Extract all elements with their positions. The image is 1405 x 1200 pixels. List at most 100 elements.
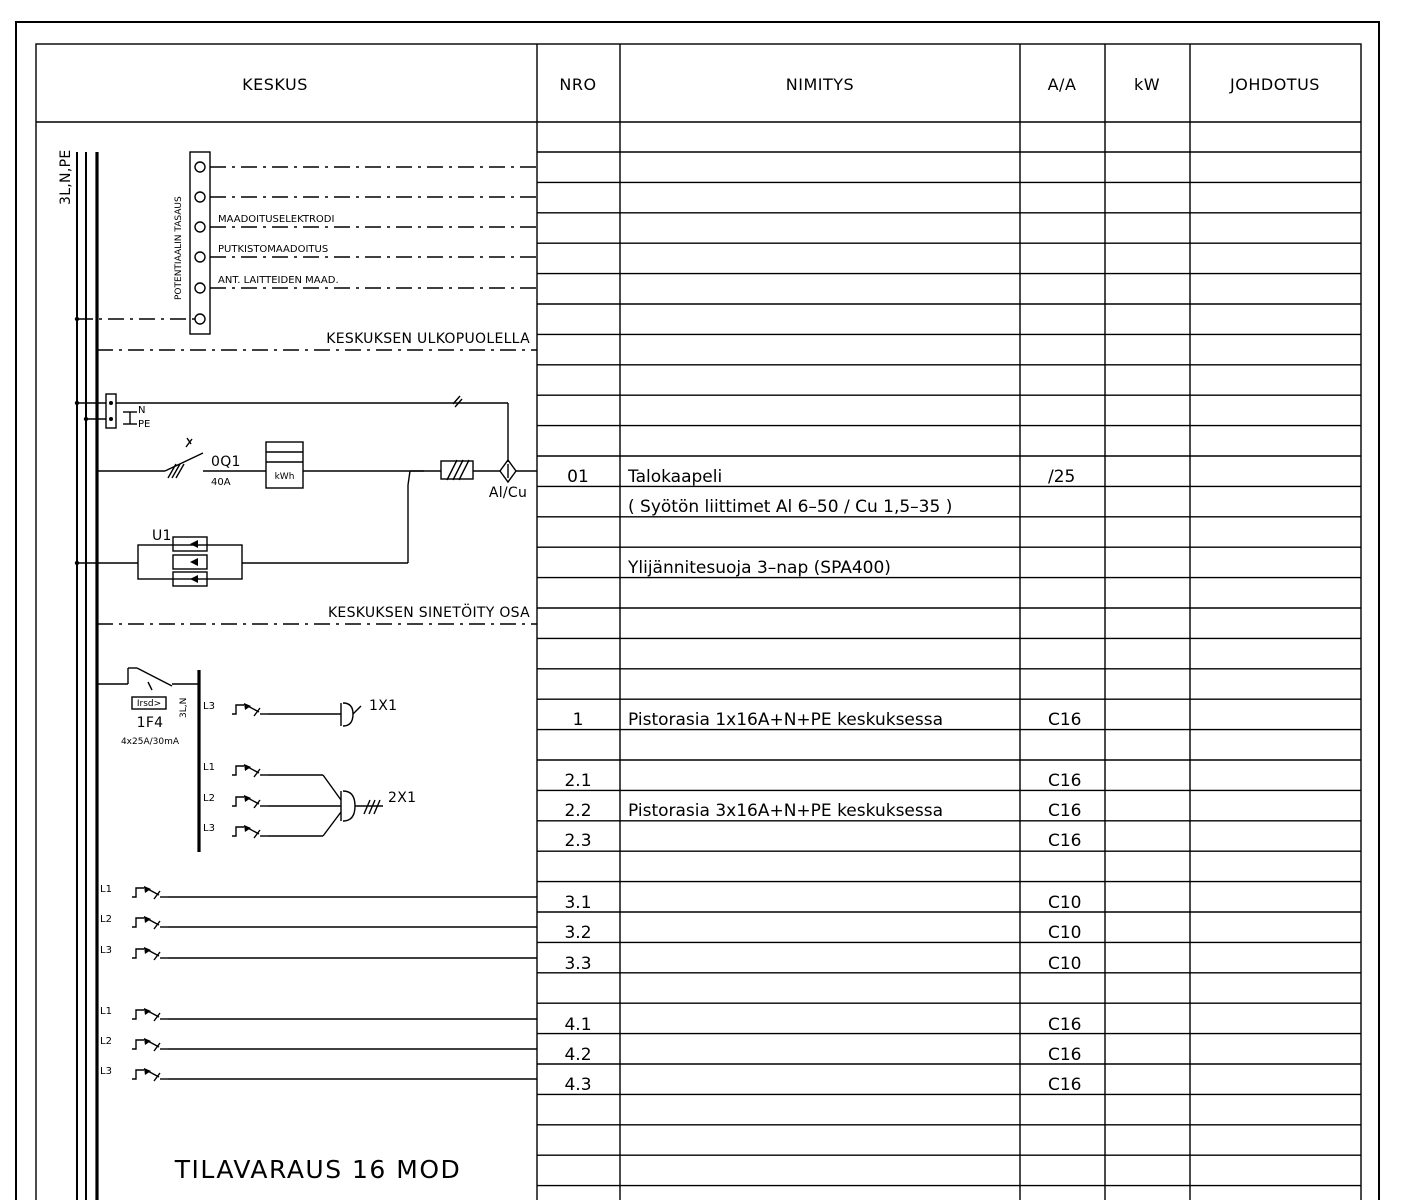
earth-ant-label: ANT. LAITTEIDEN MAAD. [218,275,339,286]
main-bus: 3L,N,PE [58,150,99,1200]
pe-bar-label: POTENTIAALIN TASAUS [174,196,184,300]
breaker-symbol [132,1068,168,1082]
table-row: 4.3 C16 [564,1075,1081,1095]
phase-label: L3 [203,701,215,712]
header-nimitys: NIMITYS [786,75,854,94]
rcbo-symbol: Irsd> [137,699,161,709]
table-row: 3.2 C10 [564,923,1081,943]
table-row: 01 Talokaapeli /25 [567,467,1075,487]
table-row: ( Syötön liittimet Al 6–50 / Cu 1,5–35 ) [628,497,952,517]
npe-pe-label: PE [138,419,150,430]
cell-nro: 3.1 [564,893,591,913]
pe-equalisation-bar: POTENTIAALIN TASAUS MAADOITUSELEKTRODI P… [74,151,537,335]
table-rows: 01 Talokaapeli /25 ( Syötön liittimet Al… [564,467,1081,1095]
cell-aa: /25 [1048,467,1075,487]
phase-labels: L3 L1 L2 L3 L1 L2 L3 L1 L2 L3 [100,701,215,1077]
table-header: KESKUS NRO NIMITYS A/A kW JOHDOTUS [242,75,1320,94]
breaker-symbol [132,1038,168,1052]
cell-aa: C16 [1048,1075,1082,1095]
phase-label: L3 [100,1066,112,1077]
surge-label: U1 [152,528,172,544]
cell-nro: 2.1 [564,771,591,791]
cell-nimitys: ( Syötön liittimet Al 6–50 / Cu 1,5–35 ) [628,497,952,517]
breaker-symbol [232,795,268,809]
cell-nimitys: Pistorasia 3x16A+N+PE keskuksessa [628,801,943,821]
table-row: 3.3 C10 [564,954,1081,974]
surge-protector-u1: U1 [74,485,409,587]
breaker-symbol [232,764,268,778]
header-nro: NRO [559,75,596,94]
phase-label: L3 [203,823,215,834]
cell-aa: C16 [1048,801,1082,821]
earth-putkisto-label: PUTKISTOMAADOITUS [218,244,328,255]
header-johdotus: JOHDOTUS [1229,75,1320,94]
phase-label: L3 [100,945,112,956]
cell-aa: C10 [1048,923,1082,943]
table-frame [35,43,1362,1200]
breaker-symbol [132,886,168,900]
socket2-label: 2X1 [388,790,416,806]
cell-nro: 4.3 [564,1075,591,1095]
socket1-label: 1X1 [369,698,397,714]
breaker-symbols [132,703,268,1082]
zone-sealed-boundary: KESKUKSEN SINETÖITY OSA [97,603,537,625]
breaker-symbol [132,947,168,961]
bus-label: 3L,N,PE [58,150,74,205]
table-row: 1 Pistorasia 1x16A+N+PE keskuksessa C16 [573,710,1082,730]
kwh-meter: kWh [265,441,304,489]
meter-label: kWh [275,472,295,482]
npe-n-label: N [138,405,145,416]
header-kw: kW [1134,75,1160,94]
main-switch-label: 0Q1 [211,454,241,470]
breaker-symbol [132,916,168,930]
n-pe-terminal: N PE [74,393,509,462]
breaker-symbol [232,825,268,839]
rcbo-rating: 4x25A/30mA [121,737,180,747]
table-row: 2.2 Pistorasia 3x16A+N+PE keskuksessa C1… [564,801,1081,821]
earth-maadoituselektrodi-label: MAADOITUSELEKTRODI [218,214,334,225]
phase-label: L2 [100,1036,112,1047]
zone-outside-label: KESKUKSEN ULKOPUOLELLA [326,331,530,347]
cell-aa: C10 [1048,893,1082,913]
reserve-label: TILAVARAUS 16 MOD [174,1155,462,1184]
table-row: 3.1 C10 [564,893,1081,913]
breaker-symbol [232,703,268,717]
cell-nro: 2.2 [564,801,591,821]
cable-terminal-icon [440,459,474,481]
table-row: 4.2 C16 [564,1045,1081,1065]
cell-nro: 1 [573,710,584,730]
cell-nro: 3.2 [564,923,591,943]
socket-1x1: 1X1 [268,698,397,727]
table-row: 4.1 C16 [564,1015,1081,1035]
outgoing-lines [168,896,537,1080]
column-dividers [536,44,1191,1200]
cell-nro: 01 [567,467,589,487]
cell-nro: 4.1 [564,1015,591,1035]
breaker-symbol [132,1008,168,1022]
cell-nimitys: Ylijännitesuoja 3–nap (SPA400) [627,558,891,578]
cell-aa: C16 [1048,1045,1082,1065]
table-row: 2.1 C16 [564,771,1081,791]
cell-aa: C16 [1048,771,1082,791]
cell-aa: C16 [1048,831,1082,851]
cell-nro: 3.3 [564,954,591,974]
phase-label: L2 [100,914,112,925]
phase-label: L2 [203,793,215,804]
pe-terminals [194,161,206,325]
main-incoming-circuit: 0Q1 40A kWh Al/Cu [97,437,537,501]
row-lines [537,151,1361,1187]
outer-frame [15,21,1380,1200]
main-switch-rating: 40A [211,477,231,488]
header-aa: A/A [1048,75,1077,94]
rcbo-1f4: Irsd> 3L,N 1F4 4x25A/30mA [97,667,201,852]
cell-aa: C16 [1048,1015,1082,1035]
zone-outside-boundary: KESKUKSEN ULKOPUOLELLA [97,331,537,351]
cell-nimitys: Pistorasia 1x16A+N+PE keskuksessa [628,710,943,730]
cell-aa: C10 [1048,954,1082,974]
rcbo-bus-label: 3L,N [179,698,189,718]
cell-nimitys: Talokaapeli [627,467,722,487]
phase-label: L1 [100,1006,112,1017]
zone-sealed-label: KESKUKSEN SINETÖITY OSA [328,603,530,621]
phase-label: L1 [203,762,215,773]
